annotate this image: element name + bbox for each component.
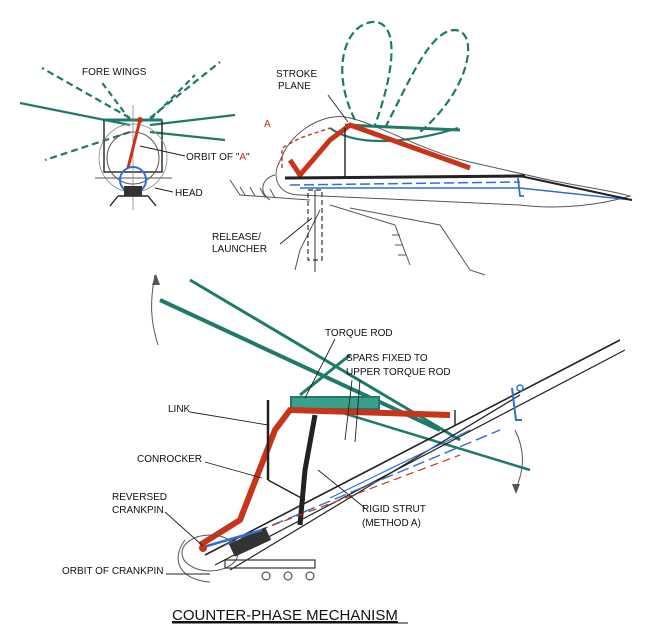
enlarged-mechanism: TORQUE ROD SPARS FIXED TO UPPER TORQUE R… bbox=[62, 274, 626, 583]
body-outline bbox=[262, 116, 632, 208]
label-release-1: RELEASE/ bbox=[212, 232, 261, 243]
tail-blue-hook bbox=[511, 387, 522, 421]
leader-head bbox=[154, 187, 174, 193]
side-wing-spar bbox=[344, 123, 461, 132]
label-conrocker: CONROCKER bbox=[137, 454, 202, 465]
label-rigid-strut-2: (METHOD A) bbox=[362, 518, 421, 529]
release-launcher bbox=[307, 189, 323, 272]
front-conrocker bbox=[126, 117, 143, 169]
label-stroke-plane-2: PLANE bbox=[278, 81, 311, 92]
label-orbit-of-a: ORBIT OF "A" bbox=[186, 152, 250, 163]
leader-lines bbox=[164, 338, 366, 575]
side-blue-line bbox=[289, 181, 521, 186]
label-rigid-strut-1: RIGID STRUT bbox=[362, 504, 426, 515]
side-conrocker bbox=[287, 122, 471, 178]
label-point-a: A bbox=[264, 119, 271, 130]
label-spars-1: SPARS FIXED TO bbox=[346, 353, 428, 364]
side-tail-rod bbox=[519, 175, 633, 201]
wing-spars bbox=[159, 278, 531, 472]
tail-pivot bbox=[516, 384, 524, 392]
leader-release bbox=[279, 217, 313, 245]
leader-stroke-plane bbox=[327, 94, 349, 123]
label-stroke-plane-1: STROKE bbox=[276, 69, 317, 80]
label-link: LINK bbox=[168, 404, 191, 415]
diagram-title: COUNTER-PHASE MECHANISM bbox=[172, 607, 398, 624]
fore-wings bbox=[19, 61, 236, 162]
side-blue-hook bbox=[517, 177, 524, 197]
side-fuselage-rod bbox=[284, 174, 526, 180]
stroke-plane-wings bbox=[341, 20, 470, 133]
fuselage-rods bbox=[204, 339, 626, 571]
crank-assembly bbox=[181, 527, 316, 581]
side-leg-spikes bbox=[239, 186, 406, 256]
conrocker bbox=[198, 407, 451, 548]
arc-arrows bbox=[152, 274, 520, 494]
label-head: HEAD bbox=[175, 188, 203, 199]
rigid-strut bbox=[297, 414, 318, 526]
label-fore-wings: FORE WINGS bbox=[82, 67, 147, 78]
leader-orbit-a bbox=[139, 145, 186, 157]
label-torque-rod: TORQUE ROD bbox=[325, 328, 393, 339]
label-spars-2: UPPER TORQUE ROD bbox=[346, 367, 451, 378]
strut-brace bbox=[267, 479, 306, 501]
side-view: STROKE PLANE A RELEASE/ LAUNCHER bbox=[212, 20, 633, 276]
front-view: FORE WINGS ORBIT OF "A" HEAD bbox=[19, 61, 250, 210]
label-orbit-of-crankpin: ORBIT OF CRANKPIN bbox=[62, 566, 164, 577]
side-legs bbox=[229, 179, 486, 276]
label-release-2: LAUNCHER bbox=[212, 244, 267, 255]
side-stroke-dashed-red bbox=[281, 127, 331, 168]
label-reversed-1: REVERSED bbox=[112, 492, 167, 503]
label-reversed-2: CRANKPIN bbox=[112, 505, 164, 516]
front-head bbox=[109, 166, 157, 207]
